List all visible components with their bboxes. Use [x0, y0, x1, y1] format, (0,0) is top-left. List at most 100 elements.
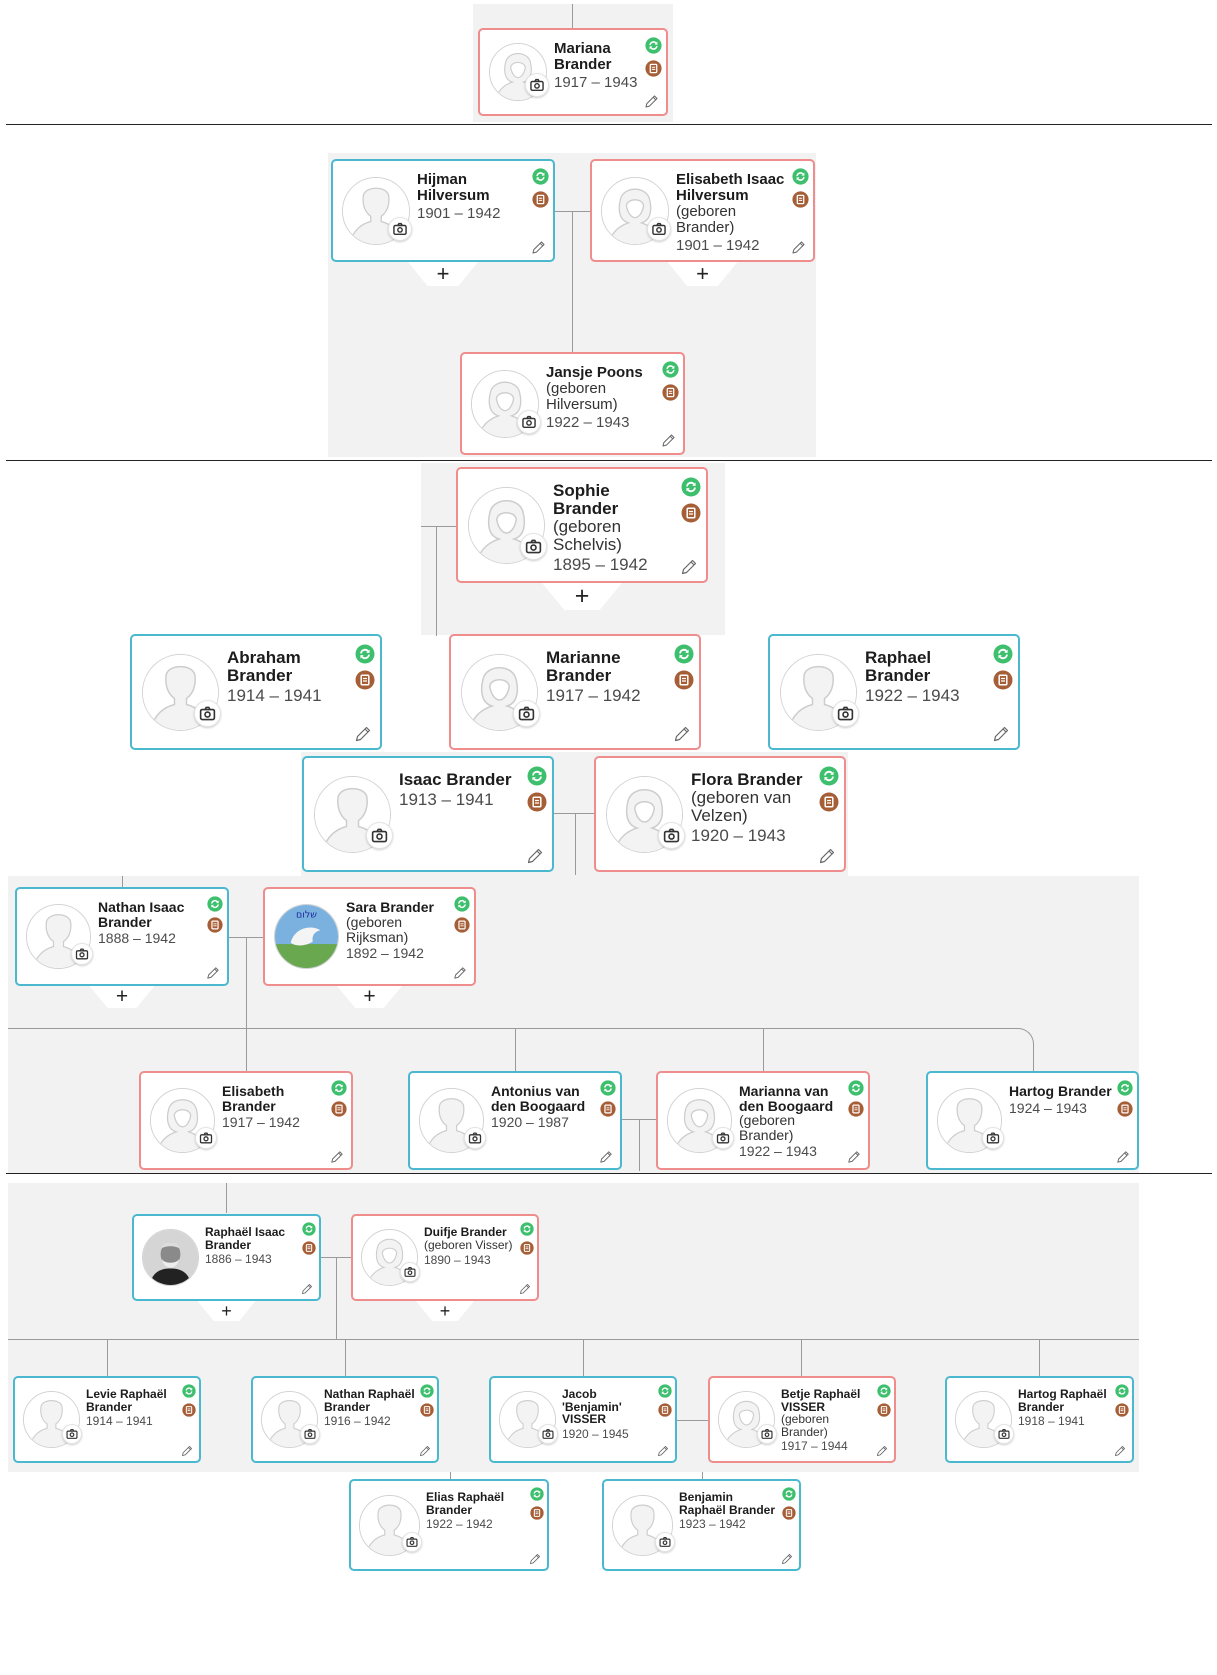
pencil-icon[interactable] [1113, 1444, 1127, 1458]
record-icon[interactable] [527, 792, 547, 812]
pencil-icon[interactable] [329, 1149, 345, 1165]
pencil-icon[interactable] [991, 724, 1011, 744]
person-card-jansje[interactable]: Jansje Poons(geboren Hilversum)1922 – 19… [460, 352, 685, 455]
camera-icon[interactable] [71, 943, 93, 965]
avatar-female-icon[interactable] [471, 370, 539, 438]
record-icon[interactable] [877, 1403, 891, 1417]
sync-icon[interactable] [331, 1080, 347, 1096]
sync-icon[interactable] [302, 1222, 316, 1236]
pencil-icon[interactable] [300, 1282, 314, 1296]
sync-icon[interactable] [530, 1487, 544, 1501]
camera-icon[interactable] [525, 73, 549, 97]
add-parent-button[interactable]: + [337, 986, 402, 1008]
avatar-male-icon[interactable] [359, 1495, 420, 1556]
camera-icon[interactable] [655, 1532, 675, 1552]
camera-icon[interactable] [517, 410, 541, 434]
sync-icon[interactable] [420, 1384, 434, 1398]
record-icon[interactable] [792, 191, 809, 208]
record-icon[interactable] [355, 670, 375, 690]
record-icon[interactable] [182, 1403, 196, 1417]
camera-icon[interactable] [513, 700, 540, 727]
record-icon[interactable] [302, 1241, 316, 1255]
sync-icon[interactable] [527, 766, 547, 786]
avatar-photo-icon[interactable] [142, 1229, 199, 1286]
record-icon[interactable] [520, 1241, 534, 1255]
record-icon[interactable] [674, 670, 694, 690]
add-parent-button[interactable]: + [89, 986, 155, 1008]
camera-icon[interactable] [994, 1424, 1014, 1444]
person-card-sophie[interactable]: Sophie Brander(geboren Schelvis)1895 – 1… [456, 467, 708, 583]
camera-icon[interactable] [464, 1127, 486, 1149]
avatar-male-icon[interactable] [499, 1391, 556, 1448]
sync-icon[interactable] [993, 644, 1013, 664]
camera-icon[interactable] [658, 822, 685, 849]
pencil-icon[interactable] [817, 846, 837, 866]
person-card-elisabeth-isaac[interactable]: Elisabeth Isaac Hilversum(geboren Brande… [590, 159, 815, 262]
pencil-icon[interactable] [525, 846, 545, 866]
sync-icon[interactable] [848, 1080, 864, 1096]
record-icon[interactable] [331, 1101, 347, 1117]
camera-icon[interactable] [195, 1127, 217, 1149]
pencil-icon[interactable] [656, 1444, 670, 1458]
camera-icon[interactable] [832, 700, 859, 727]
pencil-icon[interactable] [672, 724, 692, 744]
sync-icon[interactable] [207, 896, 223, 912]
pencil-icon[interactable] [528, 1552, 542, 1566]
pencil-icon[interactable] [452, 965, 468, 981]
avatar-photo-icon[interactable]: שלום [274, 904, 339, 969]
avatar-female-icon[interactable] [150, 1088, 215, 1153]
add-parent-button[interactable]: + [197, 1301, 256, 1321]
sync-icon[interactable] [1117, 1080, 1133, 1096]
camera-icon[interactable] [520, 533, 547, 560]
person-card-duifje[interactable]: Duifje Brander(geboren Visser)1890 – 194… [351, 1214, 539, 1301]
pencil-icon[interactable] [180, 1444, 194, 1458]
record-icon[interactable] [848, 1101, 864, 1117]
sync-icon[interactable] [662, 361, 679, 378]
sync-icon[interactable] [600, 1080, 616, 1096]
sync-icon[interactable] [182, 1384, 196, 1398]
record-icon[interactable] [819, 792, 839, 812]
sync-icon[interactable] [645, 37, 662, 54]
sync-icon[interactable] [877, 1384, 891, 1398]
pencil-icon[interactable] [643, 93, 660, 110]
record-icon[interactable] [207, 917, 223, 933]
record-icon[interactable] [530, 1506, 544, 1520]
person-card-flora[interactable]: Flora Brander(geboren van Velzen)1920 – … [594, 756, 846, 872]
record-icon[interactable] [420, 1403, 434, 1417]
avatar-male-icon[interactable] [142, 654, 219, 731]
camera-icon[interactable] [62, 1424, 82, 1444]
pencil-icon[interactable] [780, 1552, 794, 1566]
record-icon[interactable] [532, 191, 549, 208]
avatar-female-icon[interactable] [718, 1391, 775, 1448]
camera-icon[interactable] [712, 1127, 734, 1149]
person-card-marianna[interactable]: Marianna van den Boogaard(geboren Brande… [656, 1071, 870, 1170]
camera-icon[interactable] [982, 1127, 1004, 1149]
camera-icon[interactable] [757, 1424, 777, 1444]
pencil-icon[interactable] [1115, 1149, 1131, 1165]
record-icon[interactable] [454, 917, 470, 933]
camera-icon[interactable] [194, 700, 221, 727]
sync-icon[interactable] [520, 1222, 534, 1236]
record-icon[interactable] [1115, 1403, 1129, 1417]
sync-icon[interactable] [355, 644, 375, 664]
pencil-icon[interactable] [205, 965, 221, 981]
pencil-icon[interactable] [518, 1282, 532, 1296]
pencil-icon[interactable] [353, 724, 373, 744]
record-icon[interactable] [1117, 1101, 1133, 1117]
pencil-icon[interactable] [660, 432, 677, 449]
